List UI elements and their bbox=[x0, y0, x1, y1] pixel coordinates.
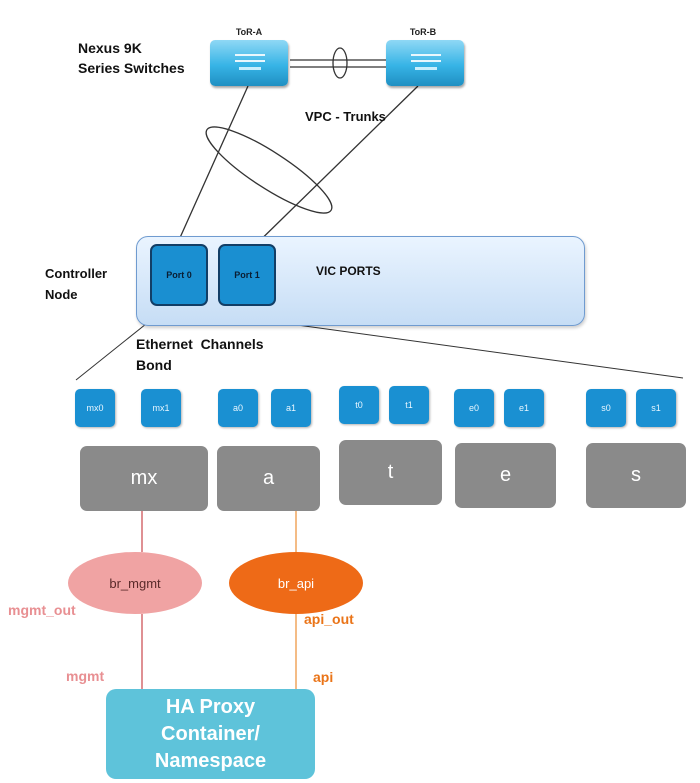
ha-proxy-line3: Namespace bbox=[154, 749, 267, 772]
trunk-line-a bbox=[169, 85, 249, 261]
bond-e: e bbox=[455, 443, 556, 508]
mgmt-label: mgmt bbox=[66, 668, 105, 684]
vic-port-1: Port 1 bbox=[218, 244, 276, 306]
ha-proxy-line1: HA Proxy bbox=[165, 695, 256, 718]
vic-ports-title: VIC PORTS bbox=[316, 264, 381, 278]
controller-node-label-line1: Controller bbox=[45, 266, 108, 281]
ethernet-channels-bond-label: Ethernet Channels Bond bbox=[136, 334, 264, 376]
nic-mx0: mx0 bbox=[75, 389, 115, 427]
nic-e0: e0 bbox=[454, 389, 494, 427]
vpc-bond-ring bbox=[205, 126, 333, 214]
switch-tor-b-label: ToR-B bbox=[409, 27, 437, 37]
nic-s0: s0 bbox=[586, 389, 626, 427]
switch-group-label: Nexus 9K Series Switches bbox=[78, 38, 185, 78]
vpc-trunks-label: VPC - Trunks bbox=[305, 109, 386, 124]
api-out-label: api_out bbox=[304, 611, 354, 627]
nic-e1: e1 bbox=[504, 389, 544, 427]
bond-s: s bbox=[586, 443, 686, 508]
ha-proxy-container: HA Proxy Container/ Namespace bbox=[106, 689, 315, 779]
vic-port-0: Port 0 bbox=[150, 244, 208, 306]
trunk-line-b bbox=[239, 85, 419, 261]
switch-tor-a-icon bbox=[210, 40, 288, 86]
bond-mx: mx bbox=[80, 446, 208, 511]
bond-t: t bbox=[339, 440, 442, 505]
switch-tor-b-icon bbox=[386, 40, 464, 86]
nic-a1: a1 bbox=[271, 389, 311, 427]
fanout-line-right bbox=[289, 323, 684, 379]
nic-s1: s1 bbox=[636, 389, 676, 427]
nic-t1: t1 bbox=[389, 386, 429, 424]
switch-group-label-line1: Nexus 9K bbox=[78, 40, 142, 56]
inter-switch-bond-ring bbox=[332, 47, 348, 79]
controller-node-label: Controller Node bbox=[45, 263, 107, 305]
ethernet-channels-label-line2: Bond bbox=[136, 357, 172, 373]
bridge-br-mgmt: br_mgmt bbox=[68, 552, 202, 614]
nic-t0: t0 bbox=[339, 386, 379, 424]
controller-node-label-line2: Node bbox=[45, 287, 78, 302]
nic-mx1: mx1 bbox=[141, 389, 181, 427]
mgmt-out-label: mgmt_out bbox=[8, 602, 76, 618]
controller-node-box bbox=[136, 236, 585, 326]
bond-a: a bbox=[217, 446, 320, 511]
ethernet-channels-label-line1: Ethernet Channels bbox=[136, 336, 264, 352]
nic-a0: a0 bbox=[218, 389, 258, 427]
ha-proxy-line2: Container/ bbox=[161, 722, 260, 745]
switch-group-label-line2: Series Switches bbox=[78, 60, 185, 76]
switch-tor-a-label: ToR-A bbox=[235, 27, 263, 37]
fanout-line-left bbox=[75, 323, 147, 381]
api-label: api bbox=[313, 669, 334, 685]
bridge-br-api: br_api bbox=[229, 552, 363, 614]
